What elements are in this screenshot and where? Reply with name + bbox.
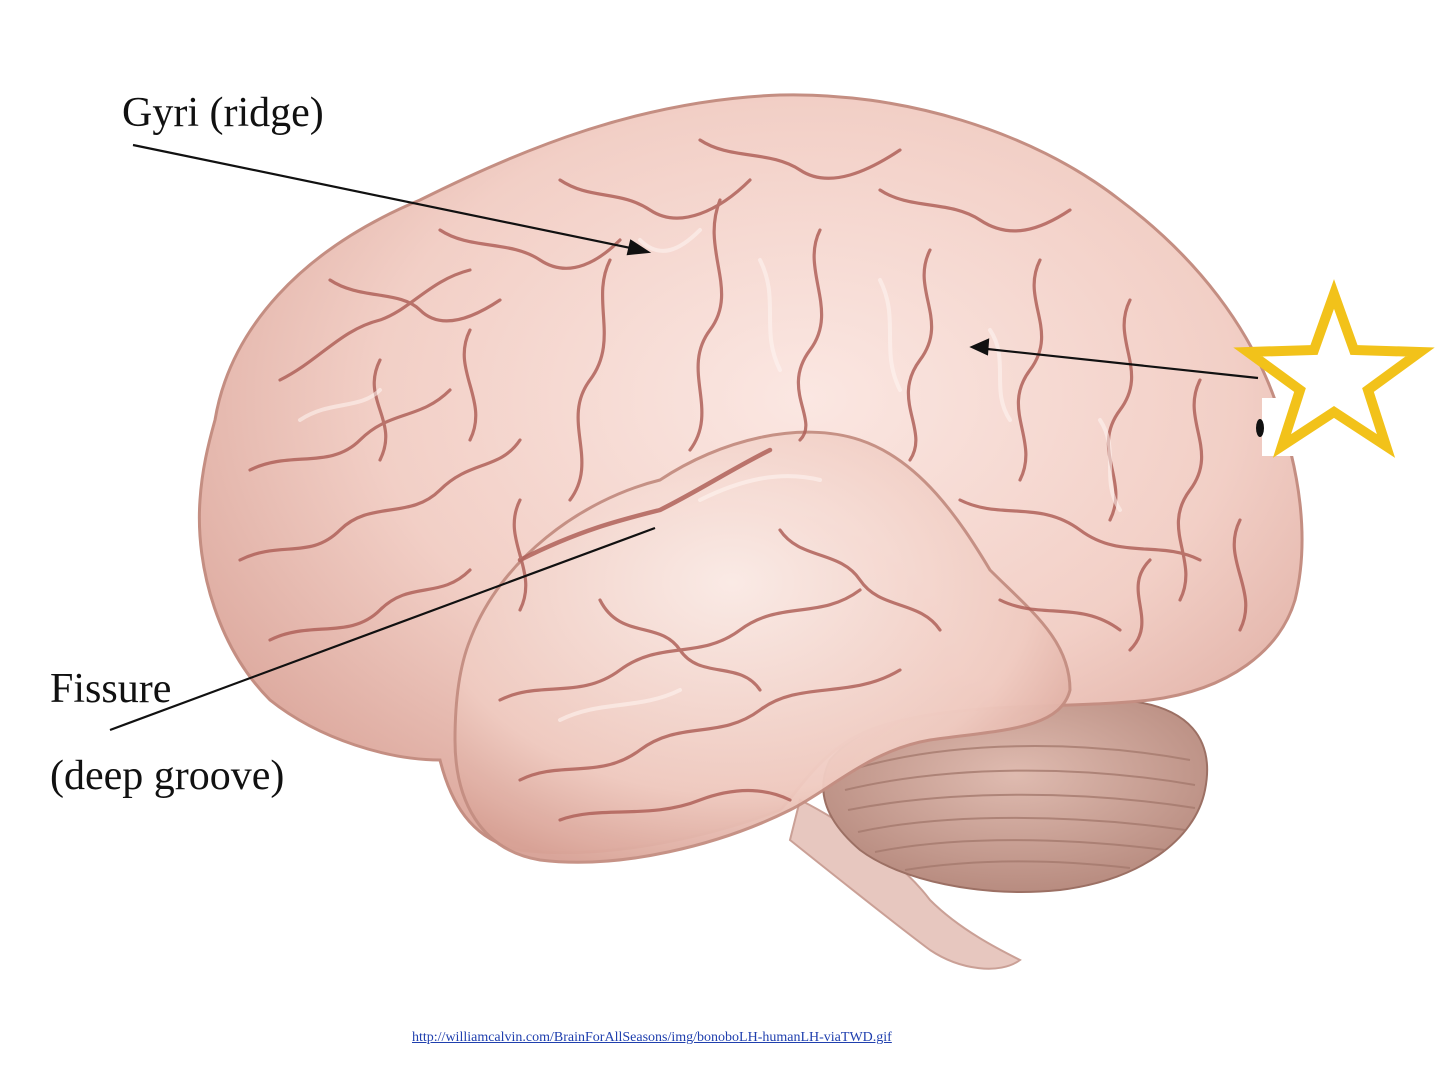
pointer-lines bbox=[109, 143, 1259, 732]
star-pointer bbox=[977, 346, 1259, 380]
fissure-pointer bbox=[109, 526, 656, 732]
cerebellum-folia bbox=[844, 745, 1196, 871]
source-link[interactable]: http://williamcalvin.com/BrainForAllSeas… bbox=[412, 1030, 892, 1045]
hidden-label-fragment bbox=[1256, 419, 1264, 437]
fissure-description-label: (deep groove) bbox=[50, 753, 285, 799]
gyri-arrowhead bbox=[626, 239, 652, 256]
fissure-label: Fissure bbox=[50, 666, 172, 712]
sulci bbox=[238, 138, 1248, 822]
gyri-pointer bbox=[132, 143, 641, 252]
star-icon bbox=[1233, 279, 1435, 458]
gyri-label: Gyri (ridge) bbox=[122, 90, 324, 136]
temporal-lobe bbox=[453, 430, 1072, 864]
gyri-highlights bbox=[298, 228, 1122, 722]
star-arrowhead bbox=[969, 338, 990, 356]
